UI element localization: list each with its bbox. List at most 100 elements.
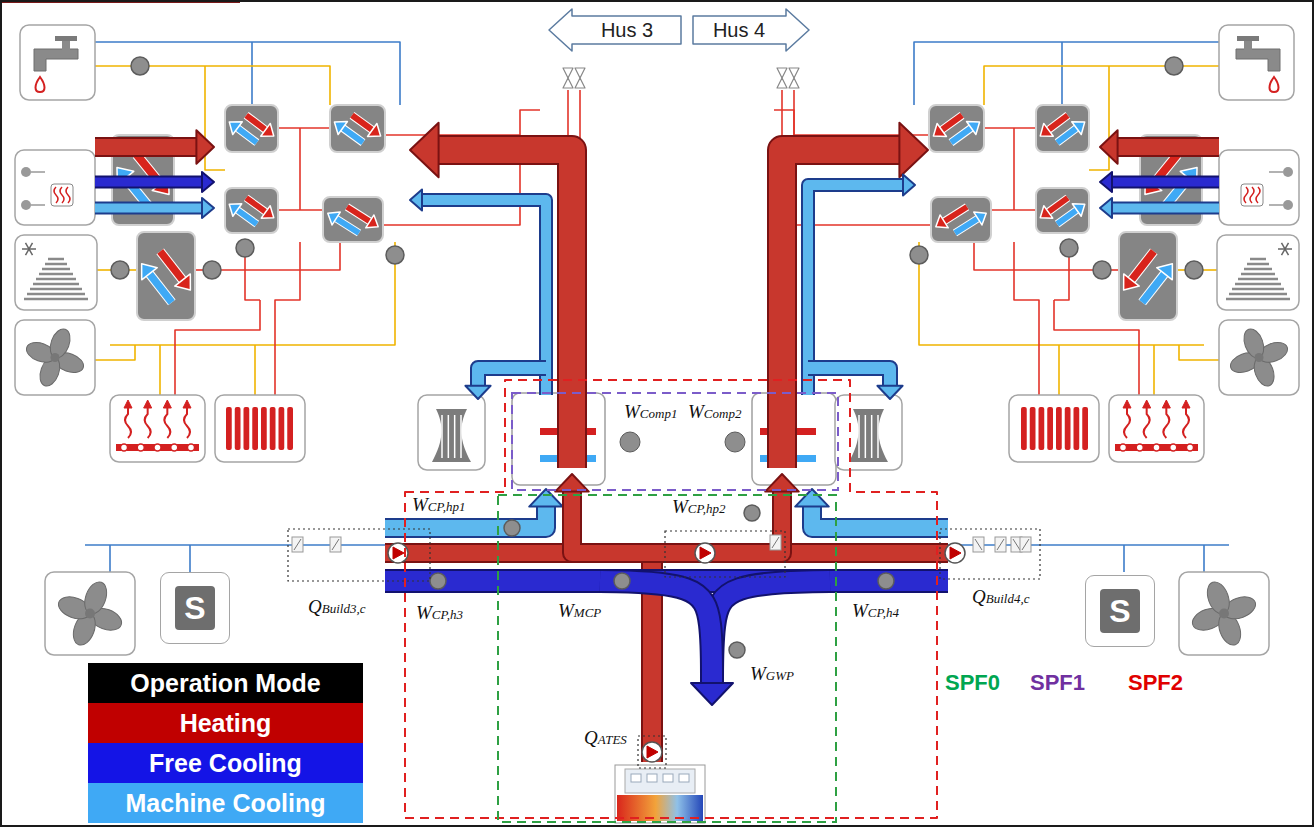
pipe-wire (205, 66, 225, 170)
chilled-beam-line (1226, 298, 1290, 301)
sensor-symbol (1020, 537, 1031, 552)
pipe-wire (1153, 345, 1155, 395)
floor-pipe-loop (121, 444, 128, 451)
pipe-arrowhead (1100, 130, 1118, 164)
ates-window (679, 774, 689, 782)
circulation-pump (1060, 239, 1078, 257)
heater-wave (1256, 187, 1260, 203)
icon-frame (15, 235, 97, 310)
boundary-box (638, 736, 666, 768)
pipe-outline (1111, 202, 1219, 215)
radiator-fin (226, 407, 232, 450)
free-cooling-return (712, 581, 830, 690)
pipe-arrowhead (261, 206, 274, 218)
cold-arrow (229, 204, 257, 224)
pipe-wire (1179, 345, 1219, 360)
pipe-wire (1183, 65, 1219, 67)
floor-pipe-loop (188, 444, 195, 451)
pipe-arrowhead (877, 386, 902, 399)
pipe-wire (1203, 269, 1217, 271)
circulation-pump (878, 573, 894, 589)
cooling-tower (432, 409, 471, 462)
pipe-outline (95, 176, 203, 189)
heat-exchanger (1036, 188, 1089, 233)
heating-riser (782, 123, 928, 468)
label-anchor: SPF0 (945, 670, 1000, 696)
pipe-arrowhead (202, 172, 214, 192)
supply-air-machine-cooling (95, 198, 214, 218)
air-duct (1269, 171, 1283, 173)
pipe-arrowhead (903, 175, 915, 196)
chilled-beam-line (1232, 288, 1284, 291)
pipe-outline (95, 137, 197, 157)
pipe-arrowhead (328, 212, 340, 225)
pipe-arrowhead (366, 215, 378, 228)
pipe-outline (246, 198, 266, 213)
heater-wave (54, 187, 58, 203)
energy-symbol: WComp2 (686, 402, 743, 424)
boundary-box (940, 529, 1040, 579)
pipe-wire (1089, 66, 1109, 170)
pipe-fill (236, 209, 256, 224)
energy-symbol: WCP,hp2 (670, 497, 728, 519)
pipe-wire (1177, 269, 1185, 271)
heater-wave (1250, 187, 1254, 203)
legend-text: Heating (180, 708, 272, 738)
spf2-boundary (405, 380, 937, 818)
pipe-fill (1111, 204, 1219, 213)
radiator-fin (1056, 407, 1062, 450)
snowflake-symbol (26, 243, 33, 255)
pipe-arrowhead (142, 264, 158, 280)
pipe-wire (914, 42, 1219, 105)
sensor-symbol (330, 537, 341, 552)
icon-frame (1179, 572, 1269, 655)
chilled-beam-line (48, 258, 64, 261)
storage-symbol: S (1100, 589, 1139, 633)
radiator-fin (1074, 407, 1080, 450)
heater-wave (66, 187, 70, 203)
chilled-beam-line (1238, 278, 1278, 281)
pipe-fill (951, 127, 972, 142)
circulation-pump (131, 57, 149, 75)
pipe-wire (278, 127, 330, 129)
pipe-arrowhead (1072, 204, 1085, 216)
pipe-arrowhead (691, 683, 733, 705)
pipe-wire (195, 269, 203, 271)
icon-frame (215, 395, 305, 462)
heat-exchanger (1036, 105, 1089, 152)
pipe-outline (95, 202, 203, 215)
icon-frame (418, 395, 485, 470)
pipe-fill (160, 251, 183, 280)
air-diffuser (21, 167, 31, 177)
legend-swatch: Machine Cooling (88, 783, 363, 823)
fan-blade (1240, 326, 1267, 360)
energy-symbol: QATES (582, 728, 629, 750)
sensor-symbol (995, 537, 1006, 552)
pipe-arrowhead (1040, 206, 1053, 218)
tower-slat (441, 415, 443, 458)
heat-exchanger (225, 188, 278, 233)
performance-factor-tag: SPF2 (1128, 670, 1183, 696)
icon-frame (45, 572, 135, 655)
supply-air-free-cooling (1100, 172, 1219, 192)
water-drop (36, 77, 45, 92)
label-anchor: SPF2 (1128, 670, 1183, 696)
supply-air-free-cooling (95, 172, 214, 192)
pipe-fill (478, 368, 546, 387)
pipe-fill (1057, 209, 1077, 224)
pipe-outline (1048, 115, 1068, 130)
tower-slat (460, 415, 462, 458)
pipe-outline (352, 115, 373, 130)
pipe-wire (95, 65, 131, 67)
pipe-wire (1123, 545, 1125, 572)
sensor-mark (997, 539, 1004, 550)
circulation-pump (729, 642, 745, 658)
sensor-symbol (770, 535, 781, 550)
pipe-fill (572, 491, 615, 553)
floor-pipe-loop (154, 444, 161, 451)
icon-frame (1109, 395, 1204, 462)
main-pump (945, 543, 965, 563)
radiator-fin (279, 407, 285, 450)
cooling-riser (410, 190, 546, 396)
